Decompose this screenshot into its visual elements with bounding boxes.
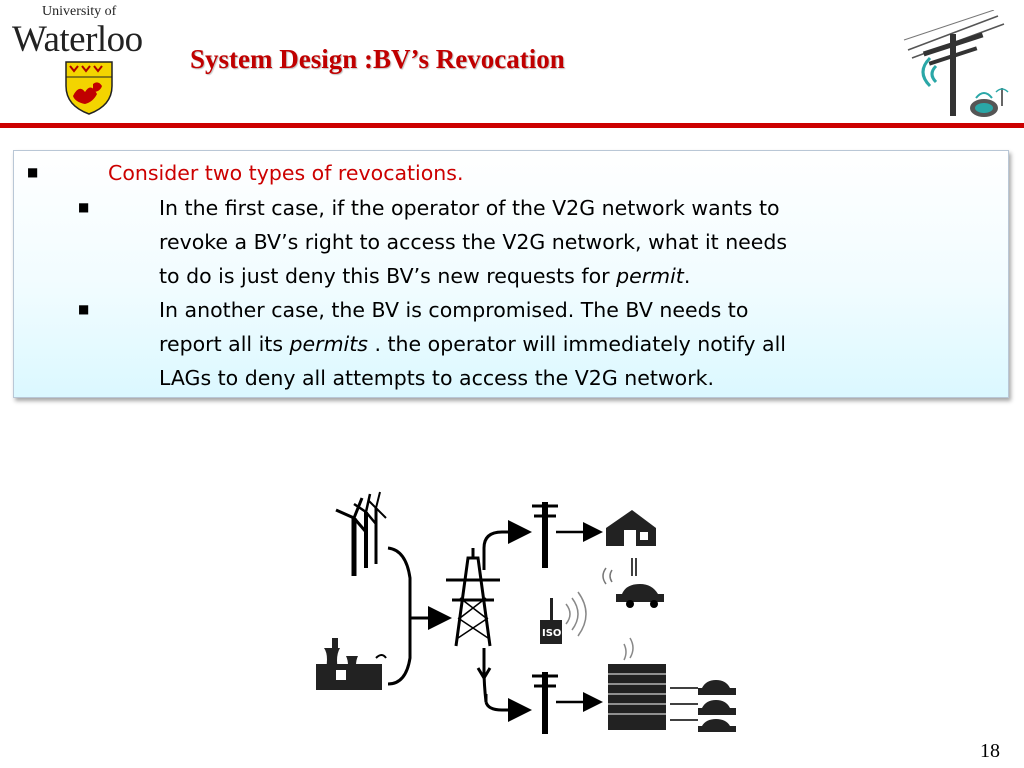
transmission-tower-icon: [446, 548, 500, 647]
iso-label: ISO: [542, 628, 561, 639]
university-of-waterloo-logo: University of Waterloo: [12, 4, 177, 116]
sub2-permits-emphasis: permits: [289, 332, 368, 356]
logo-university-of: University of: [42, 4, 117, 19]
wind-turbine-icon: [335, 491, 387, 576]
power-plant-icon: [316, 638, 387, 690]
sub1-permit-emphasis: permit: [616, 264, 684, 288]
sub2-line2: report all its permits . the operator wi…: [159, 327, 786, 361]
content-box: ■ Consider two types of revocations. ■ I…: [13, 150, 1009, 398]
bullet-marker: ■: [27, 165, 39, 179]
sub1-line1: In the first case, if the operator of th…: [159, 196, 780, 220]
bullet-marker: ■: [78, 200, 90, 214]
sub2-line1: In another case, the BV is compromised. …: [159, 298, 749, 322]
sub1-line3: to do is just deny this BV’s new request…: [159, 259, 690, 293]
utility-pole-lower-icon: [532, 672, 603, 734]
bullet-marker: ■: [78, 302, 90, 316]
sub2-line3: LAGs to deny all attempts to access the …: [159, 366, 715, 390]
iso-building-icon: ISO: [540, 591, 587, 644]
logo-waterloo: Waterloo: [12, 19, 143, 60]
header-divider: [0, 123, 1024, 128]
house-icon: [606, 510, 656, 576]
sub2-line2-end: . the operator will immediately notify a…: [367, 332, 786, 356]
sub1-line3-text: to do is just deny this BV’s new request…: [159, 264, 617, 288]
utility-pole-icon: [903, 10, 1009, 117]
slide-title: System Design :BV’s Revocation: [190, 44, 565, 74]
sub1-line3-end: .: [683, 264, 691, 288]
utility-pole-upper-icon: [532, 502, 603, 568]
v2g-network-diagram: ISO: [306, 488, 760, 740]
page-number: 18: [980, 740, 1000, 762]
electric-car-icon: [602, 567, 664, 608]
bullet-level1: Consider two types of revocations.: [108, 161, 464, 185]
sub2-line2-text: report all its: [159, 332, 290, 356]
sub1-line2: revoke a BV’s right to access the V2G ne…: [159, 230, 788, 254]
parking-garage-icon: [608, 637, 666, 730]
crest-icon: [65, 61, 113, 115]
parked-cars-icon: [670, 680, 736, 732]
